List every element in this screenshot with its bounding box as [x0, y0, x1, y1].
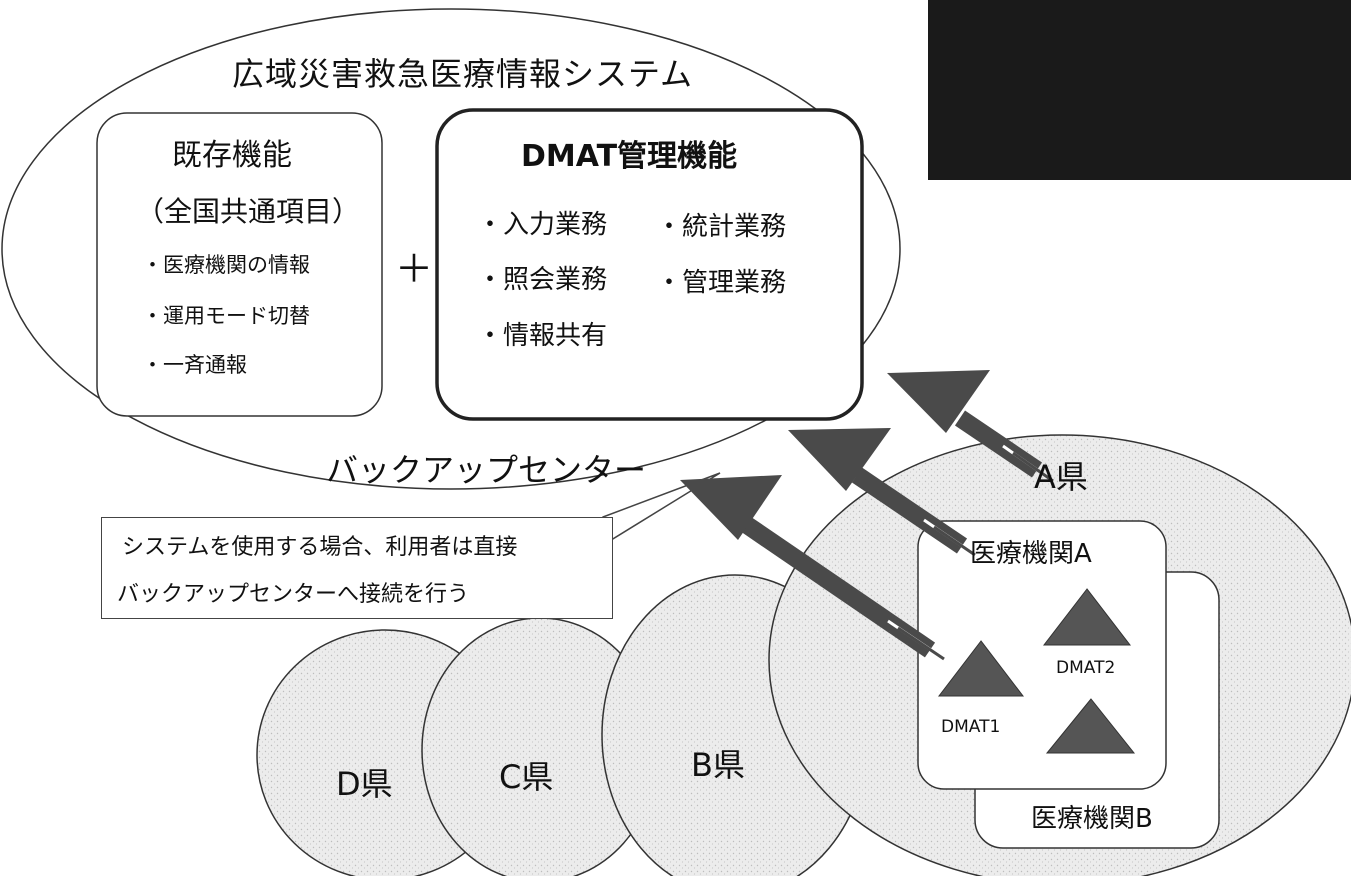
dmat-item: ・情報共有 [477, 321, 608, 351]
dmat1-label: DMAT1 [941, 717, 1001, 737]
existing-functions-subtitle: （全国共通項目） [136, 195, 361, 228]
dark-overlay-panel [928, 0, 1351, 180]
dmat-item: ・管理業務 [656, 268, 787, 298]
prefecture-c-label: C県 [499, 758, 554, 796]
callout-line-1: システムを使用する場合、利用者は直接 [122, 535, 518, 560]
prefecture-b-label: B県 [691, 746, 745, 784]
dmat3-triangle [1045, 698, 1136, 754]
arrow-dmat1-to-center [680, 475, 945, 661]
callout-box [101, 517, 613, 619]
plus-sign: ＋ [395, 247, 434, 291]
arrow-hospital-a-to-center [788, 428, 976, 557]
backup-center-label: バックアップセンター [326, 451, 647, 489]
existing-item: ・運用モード切替 [142, 304, 310, 328]
prefecture-a-label: A県 [1034, 458, 1088, 496]
dmat-functions-title: DMAT管理機能 [521, 139, 738, 174]
dmat1-triangle [937, 640, 1025, 697]
dmat-item: ・照会業務 [477, 265, 608, 295]
dmat2-triangle [1042, 588, 1132, 646]
existing-item: ・医療機関の情報 [142, 253, 310, 277]
existing-item: ・一斉通報 [142, 353, 247, 377]
system-title: 広域災害救急医療情報システム [232, 55, 694, 93]
dmat2-label: DMAT2 [1056, 658, 1116, 678]
dmat-functions-box [435, 108, 864, 421]
hospital-b-label: 医療機関B [1031, 804, 1153, 834]
callout-line-2: バックアップセンターへ接続を行う [117, 582, 470, 607]
existing-functions-title: 既存機能 [172, 138, 292, 173]
existing-functions-box [96, 112, 383, 417]
dmat-item: ・統計業務 [656, 212, 787, 242]
hospital-a-label: 医療機関A [970, 539, 1092, 569]
arrow-pref-a-to-center [887, 370, 1054, 483]
prefecture-d-label: D県 [336, 765, 393, 803]
dmat-item: ・入力業務 [477, 210, 608, 240]
